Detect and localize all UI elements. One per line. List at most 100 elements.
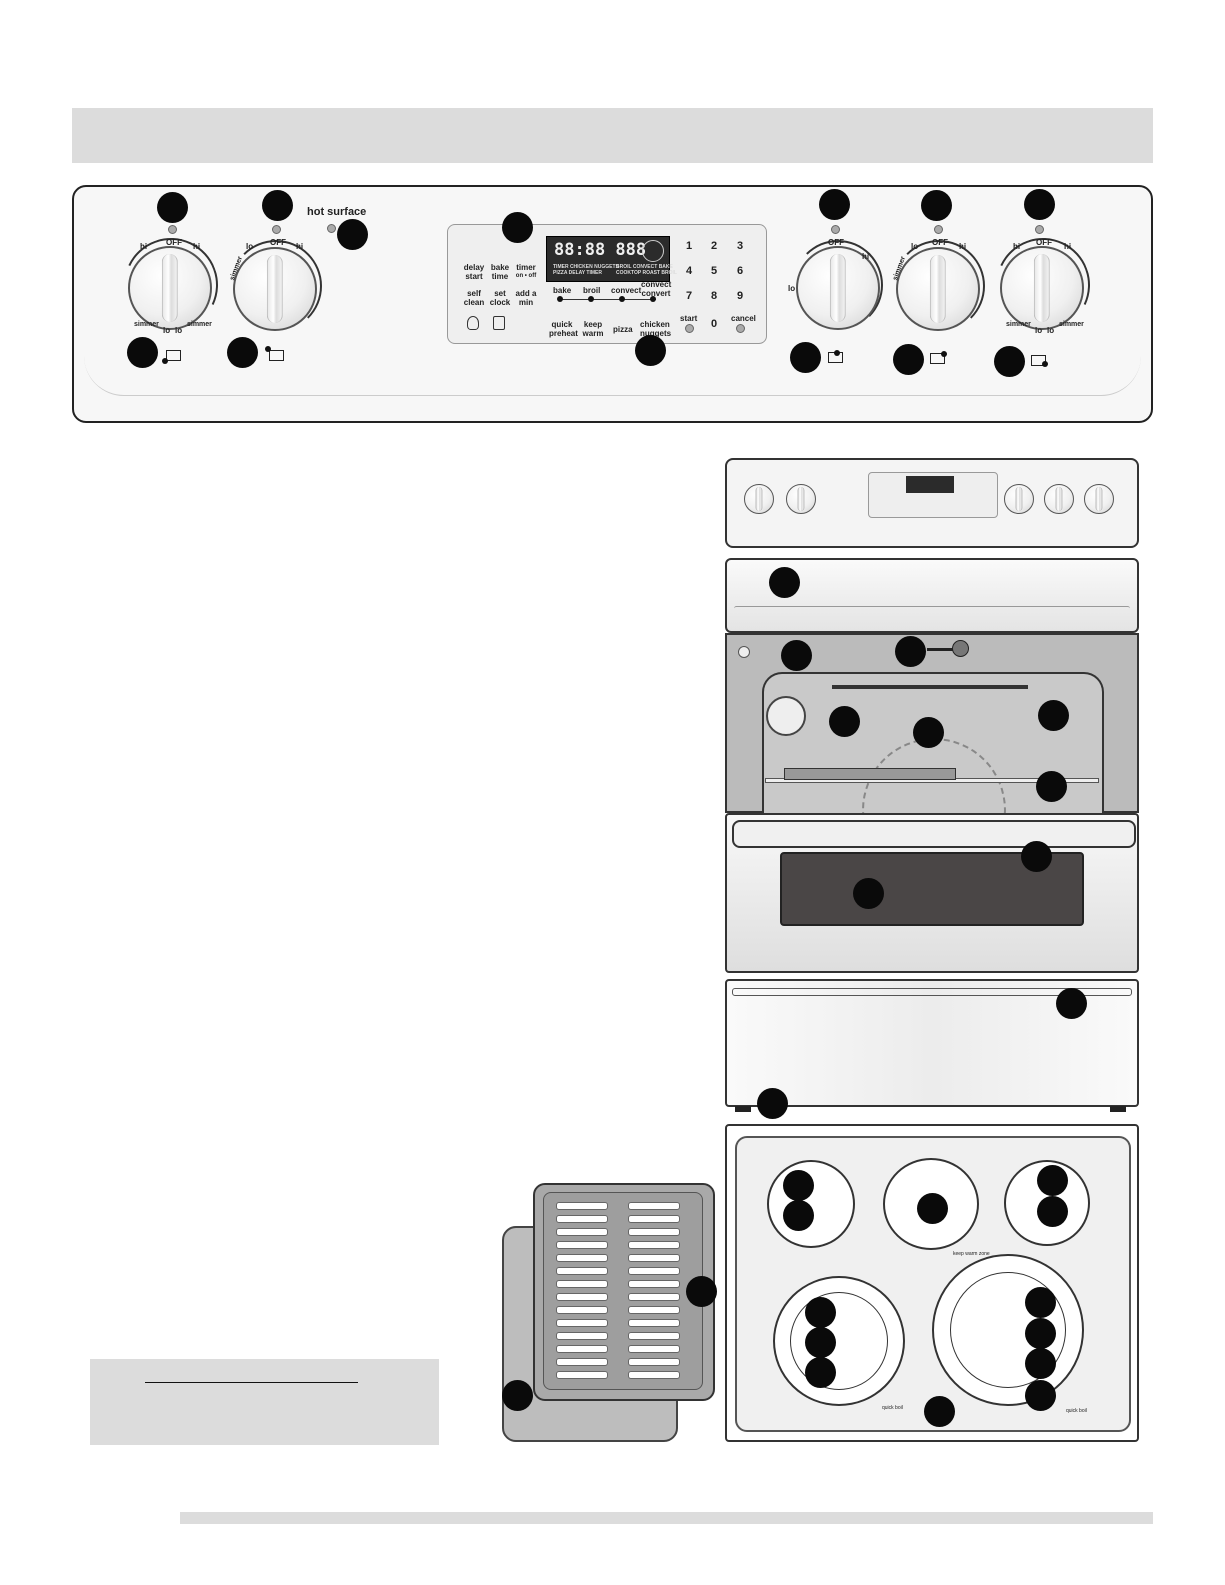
broiler-slot (628, 1202, 680, 1210)
mini-knob (744, 484, 774, 514)
element-location-dot (1042, 361, 1048, 367)
key-9[interactable]: 9 (737, 290, 744, 302)
knob-label: lo (788, 284, 796, 293)
broiler-slot (556, 1241, 608, 1249)
right-front-element-knob[interactable] (1000, 246, 1084, 330)
callout-marker (1021, 841, 1052, 872)
broil-element (832, 685, 1028, 689)
broiler-slot (556, 1358, 608, 1366)
pizza-pad[interactable]: pizza (613, 325, 633, 334)
start-pad[interactable]: start (680, 314, 698, 323)
broiler-slot (556, 1293, 608, 1301)
latch-icon (738, 646, 750, 658)
callout-marker (1037, 1196, 1068, 1227)
convect-convert-pad[interactable]: convect convert (641, 280, 672, 298)
key-3[interactable]: 3 (737, 240, 744, 252)
key-7[interactable]: 7 (686, 290, 693, 302)
callout-marker (790, 342, 821, 373)
knob-label: simmer (134, 321, 159, 328)
timer-pad[interactable]: timer (516, 263, 536, 272)
door-lock-latch (952, 640, 969, 657)
knob-label: OFF (828, 238, 844, 247)
callout-marker (783, 1200, 814, 1231)
key-1[interactable]: 1 (686, 240, 693, 252)
delay-start-pad[interactable]: delay start (463, 263, 485, 281)
element-location-dot (834, 350, 840, 356)
callout-marker (686, 1276, 717, 1307)
key-5[interactable]: 5 (711, 265, 718, 277)
self-clean-pad[interactable]: self clean (463, 289, 485, 307)
knob-label: OFF (932, 238, 948, 247)
knob-label: hi (193, 242, 201, 251)
lock-icon[interactable] (493, 316, 505, 330)
mini-display (906, 476, 954, 493)
broiler-slot (628, 1371, 680, 1379)
element-location-icon (930, 353, 945, 364)
cancel-pad[interactable]: cancel (731, 314, 756, 323)
callout-marker (805, 1297, 836, 1328)
bake-pad[interactable]: bake (553, 286, 572, 295)
key-4[interactable]: 4 (686, 265, 693, 277)
key-6[interactable]: 6 (737, 265, 744, 277)
element-location-icon (166, 350, 181, 361)
upper-door-handle (734, 606, 1130, 611)
add-a-min-pad[interactable]: add a min (515, 289, 537, 307)
callout-marker (1037, 1165, 1068, 1196)
drawer-handle[interactable] (732, 988, 1132, 996)
broiler-insert-surface (543, 1192, 703, 1390)
left-front-element-knob[interactable] (233, 247, 317, 331)
knob-label: hi (296, 242, 304, 251)
center-rear-element-knob[interactable] (796, 246, 880, 330)
keep-warm-pad[interactable]: keep warm (582, 320, 604, 338)
key-8[interactable]: 8 (711, 290, 718, 302)
broiler-slot (556, 1306, 608, 1314)
broil-pan-on-rack (784, 768, 956, 780)
chicken-nuggets-pad[interactable]: chicken nuggets (640, 320, 672, 338)
indicator-light (272, 225, 281, 234)
broiler-slot (556, 1319, 608, 1327)
mode-line (560, 299, 656, 300)
broiler-slot (556, 1332, 608, 1340)
start-light (685, 324, 694, 333)
broiler-slot (556, 1228, 608, 1236)
broiler-slot (556, 1371, 608, 1379)
knob-arc (793, 240, 883, 330)
callout-marker (157, 192, 188, 223)
knob-label: hi (959, 242, 967, 251)
oven-door-handle[interactable] (732, 820, 1136, 848)
upper-oven-door (725, 558, 1139, 633)
oven-light-icon[interactable] (467, 316, 479, 330)
key-0[interactable]: 0 (711, 318, 718, 330)
broiler-slot (628, 1306, 680, 1314)
convection-fan-icon (642, 240, 664, 262)
broiler-slot (556, 1267, 608, 1275)
knob-label: lo (163, 326, 171, 335)
broiler-slot (556, 1345, 608, 1353)
callout-marker (994, 346, 1025, 377)
bake-time-pad[interactable]: bake time (490, 263, 510, 281)
convect-pad[interactable]: convect (611, 286, 642, 295)
quick-preheat-pad[interactable]: quick preheat (549, 320, 578, 338)
oven-light-cover (766, 696, 806, 736)
key-2[interactable]: 2 (711, 240, 718, 252)
broil-pad[interactable]: broil (583, 286, 601, 295)
set-clock-pad[interactable]: set clock (489, 289, 511, 307)
callout-marker (757, 1088, 788, 1119)
indicator-light (168, 225, 177, 234)
mini-knob (1084, 484, 1114, 514)
right-rear-element-knob[interactable] (896, 247, 980, 331)
callout-marker (1025, 1287, 1056, 1318)
display-legend: COOKTOP ROAST BROIL (616, 270, 677, 276)
callout-marker (1056, 988, 1087, 1019)
knob-label: hi (1013, 242, 1021, 251)
left-rear-element-knob[interactable] (128, 246, 212, 330)
knob-label: OFF (1036, 238, 1052, 247)
timer-sub-label: on • off (515, 273, 537, 279)
quick-boil-label: quick boil (882, 1405, 903, 1411)
broiler-slot (628, 1267, 680, 1275)
mode-dot (650, 296, 656, 302)
broiler-slot (628, 1332, 680, 1340)
knob-arc (230, 240, 322, 332)
callout-marker (127, 337, 158, 368)
broiler-slot (628, 1228, 680, 1236)
